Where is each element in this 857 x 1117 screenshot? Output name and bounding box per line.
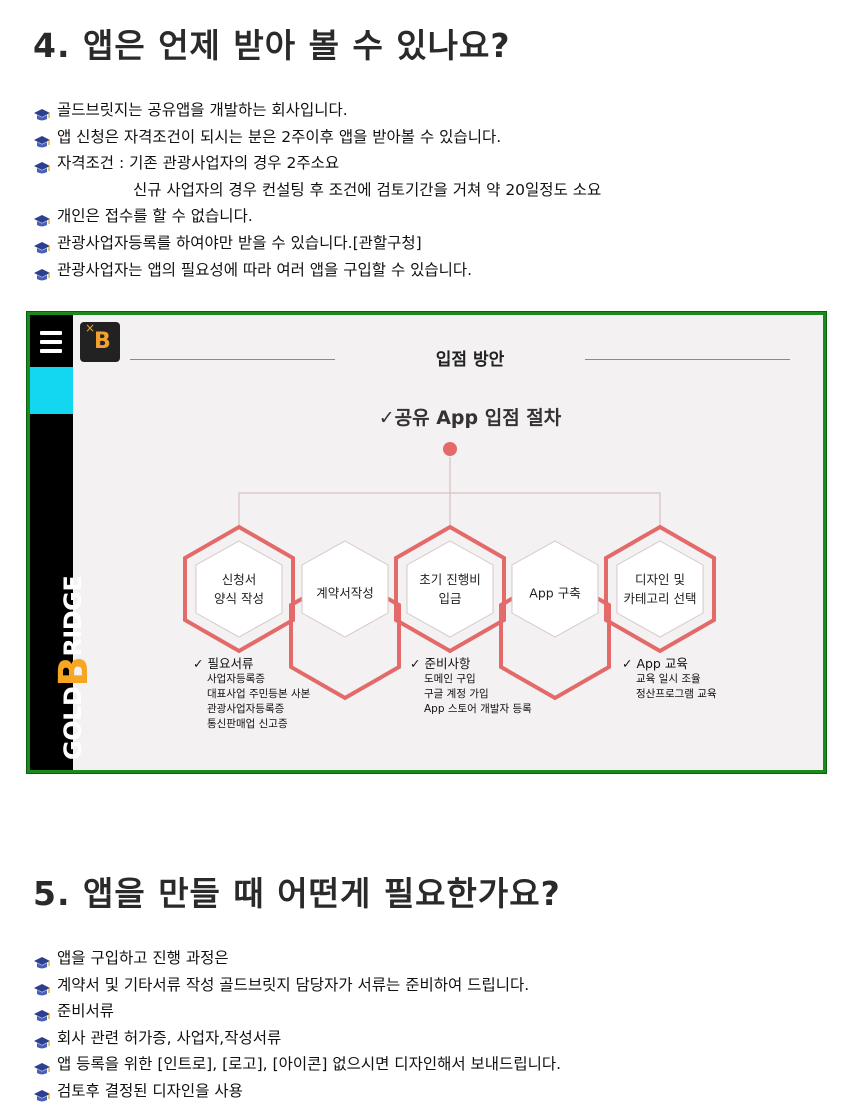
- graduation-cap-icon: [33, 952, 51, 969]
- graduation-cap-icon: [33, 1058, 51, 1075]
- hex-step-5: [604, 524, 716, 654]
- banner-subtitle: ✓공유 App 입점 절차: [378, 407, 562, 429]
- hex-step-1: [183, 524, 295, 654]
- list-item: 검토후 결정된 디자인을 사용: [33, 1078, 561, 1105]
- section5-title: 5. 앱을 만들 때 어떤게 필요한가요?: [33, 874, 561, 913]
- graduation-cap-icon: [33, 979, 51, 996]
- list-item: 개인은 접수를 할 수 없습니다.: [33, 203, 601, 230]
- process-diagram: [183, 442, 716, 701]
- header-divider-left: [130, 359, 335, 360]
- banner-sidebar: GOLDBRIDGE: [30, 315, 97, 770]
- list-item: 앱을 구입하고 진행 과정은: [33, 945, 561, 972]
- hex-step-2: [289, 571, 401, 701]
- step-label-5: 디자인 및 카테고리 선택: [623, 572, 697, 606]
- step-label-2: 계약서작성: [316, 585, 374, 601]
- graduation-cap-icon: [33, 131, 51, 148]
- hex-step-5-inner: [616, 540, 704, 638]
- banner-title: 입점 방안: [435, 350, 505, 370]
- graduation-cap-icon: [33, 1032, 51, 1049]
- goldbridge-logo-icon: × B: [80, 321, 120, 362]
- hex-step-4-inner: [511, 540, 599, 638]
- list-item: 신규 사업자의 경우 컨설팅 후 조건에 검토기간을 거쳐 약 20일정도 소요: [133, 180, 602, 199]
- hex-step-3-inner: [406, 540, 494, 638]
- header-divider-right: [585, 359, 790, 360]
- list-item: 자격조건 : 기존 관광사업자의 경우 2주소요: [33, 150, 601, 177]
- requirements-education: ✓ App 교육 교육 일시 조율 정산프로그램 교육: [622, 656, 717, 700]
- list-item: 앱 등록을 위한 [인트로], [로고], [아이콘] 없으시면 디자인해서 보…: [33, 1051, 561, 1078]
- sidebar-accent-block: [30, 367, 73, 414]
- section5-list: 앱을 구입하고 진행 과정은 계약서 및 기타서류 작성 골드브릿지 담당자가 …: [33, 945, 561, 1105]
- section4-title: 4. 앱은 언제 받아 볼 수 있나요?: [33, 26, 511, 65]
- process-banner: GOLDBRIDGE × B 입점 방안 ✓공유 App 입점 절차 신청서 양…: [27, 312, 826, 773]
- hex-step-2-inner: [301, 540, 389, 638]
- step-label-3: 초기 진행비 입금: [419, 572, 481, 606]
- list-item: 관광사업자는 앱의 필요성에 따라 여러 앱을 구입할 수 있습니다.: [33, 257, 601, 284]
- requirements-prep: ✓ 준비사항 도메인 구입 구글 계정 가입 App 스토어 개발자 등록: [410, 656, 532, 715]
- section4-list: 골드브릿지는 공유앱을 개발하는 회사입니다. 앱 신청은 자격조건이 되시는 …: [33, 97, 601, 283]
- hex-step-1-inner: [195, 540, 283, 638]
- hamburger-menu-icon[interactable]: [30, 321, 73, 363]
- hex-step-4: [499, 571, 611, 701]
- graduation-cap-icon: [33, 104, 51, 121]
- graduation-cap-icon: [33, 264, 51, 281]
- list-item: 회사 관련 허가증, 사업자,작성서류: [33, 1025, 561, 1052]
- graduation-cap-icon: [33, 157, 51, 174]
- step-label-1: 신청서 양식 작성: [214, 572, 264, 606]
- graduation-cap-icon: [33, 1005, 51, 1022]
- graduation-cap-icon: [33, 210, 51, 227]
- requirements-docs: ✓ 필요서류 사업자등록증 대표사업 주민등본 사본 관광사업자등록증 통신판매…: [193, 656, 311, 730]
- graduation-cap-icon: [33, 1085, 51, 1102]
- list-item: 골드브릿지는 공유앱을 개발하는 회사입니다.: [33, 97, 601, 124]
- hex-step-3: [394, 524, 506, 654]
- graduation-cap-icon: [33, 237, 51, 254]
- list-item: 앱 신청은 자격조건이 되시는 분은 2주이후 앱을 받아볼 수 있습니다.: [33, 124, 601, 151]
- list-item: 준비서류: [33, 998, 561, 1025]
- start-dot: [443, 442, 457, 456]
- list-item: 관광사업자등록를 하여야만 받을 수 있습니다.[관할구청]: [33, 230, 601, 257]
- step-label-4: App 구축: [529, 585, 581, 601]
- list-item: 계약서 및 기타서류 작성 골드브릿지 담당자가 서류는 준비하여 드립니다.: [33, 972, 561, 999]
